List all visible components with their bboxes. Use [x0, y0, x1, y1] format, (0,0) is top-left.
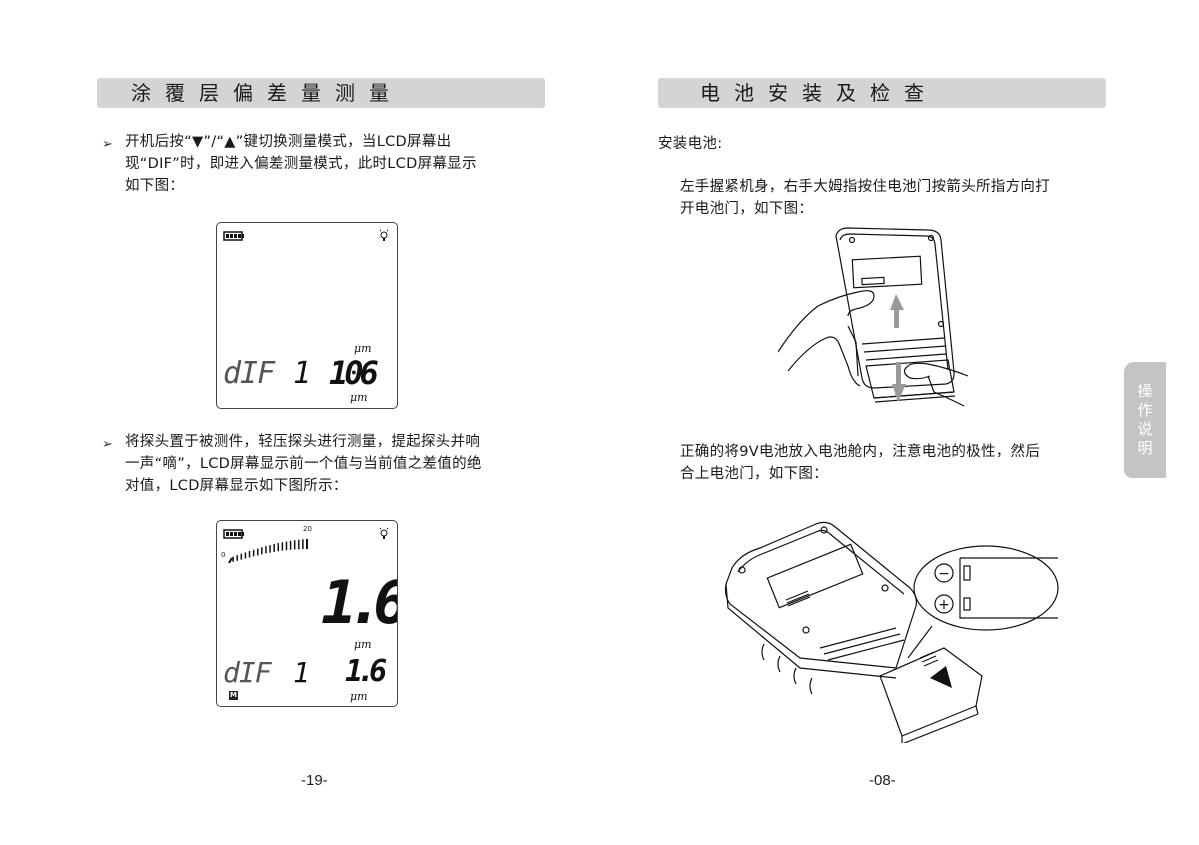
unit-label-bottom: μm [350, 391, 368, 404]
text-line: 对值，LCD屏幕显示如下图所示： [125, 478, 348, 494]
big-reading-value: 1.6 [321, 568, 398, 638]
text-line: 现“DIF”时，即进入偏差测量模式，此时LCD屏幕显示 [125, 156, 477, 172]
text-line: 如下图： [125, 178, 185, 194]
paragraph-measurement: 将探头置于被测件，轻压探头进行测量，提起探头并响 一声“嘀”，LCD屏幕显示前一… [125, 431, 482, 497]
small-reading-value: 1.6 [345, 654, 387, 689]
page-number-left: -19- [301, 772, 328, 789]
text-line: 合上电池门，如下图： [680, 466, 828, 482]
polarity-minus-label: − [938, 566, 950, 582]
illustration-open-battery-door [778, 227, 968, 407]
text-line: 将探头置于被测件，轻压探头进行测量，提起探头并响 [125, 434, 481, 450]
bulb-icon [379, 229, 389, 241]
paragraph-insert-battery: 正确的将9V电池放入电池舱内，注意电池的极性，然后 合上电池门，如下图： [680, 441, 1040, 485]
lcd-display-dif-mode: μm dIF 1 106 μm [216, 222, 398, 409]
mode-text: dIF [223, 356, 275, 391]
bullet-icon: ➢ [102, 137, 113, 152]
unit-label-top: μm [354, 342, 372, 355]
right-page: 电池安装及检查 安装电池: 左手握紧机身，右手大姆指按住电池门按箭头所指方向打 … [600, 0, 1199, 845]
paragraph-open-door: 左手握紧机身，右手大姆指按住电池门按箭头所指方向打 开电池门，如下图： [680, 176, 1050, 220]
bulb-icon [379, 527, 389, 539]
side-tab-operation-instructions[interactable]: 操 作 说 明 [1124, 362, 1166, 478]
text-line: 正确的将9V电池放入电池舱内，注意电池的极性，然后 [680, 444, 1041, 460]
reading-value: 106 [329, 354, 379, 392]
bar-graph-scale [228, 539, 308, 564]
text-line: 一声“嘀”，LCD屏幕显示前一个值与当前值之差值的绝 [125, 456, 482, 472]
subheading-install-battery: 安装电池: [658, 136, 723, 152]
memory-badge: M [229, 691, 238, 700]
side-tab-char: 说 [1137, 420, 1153, 438]
small-unit-label: μm [350, 690, 368, 703]
text-line: 开机后按“▼”/“▲”键切换测量模式，当LCD屏幕出 [125, 134, 452, 150]
side-tab-char: 作 [1137, 401, 1153, 419]
left-page: 涂覆层偏差量测量 ➢ 开机后按“▼”/“▲”键切换测量模式，当LCD屏幕出 现“… [97, 78, 545, 789]
scale-min-label: 0 [221, 551, 226, 559]
page-number-right: -08- [869, 772, 896, 789]
bullet-icon: ➢ [102, 437, 113, 452]
paragraph-deviation-mode: 开机后按“▼”/“▲”键切换测量模式，当LCD屏幕出 现“DIF”时，即进入偏差… [125, 131, 477, 197]
section-title-coating-deviation: 涂覆层偏差量测量 [97, 78, 545, 108]
group-number: 1 [293, 356, 312, 391]
side-tab-char: 明 [1137, 439, 1153, 457]
side-tab-char: 操 [1137, 382, 1153, 400]
text-line: 开电池门，如下图： [680, 201, 814, 217]
section-title-battery-install: 电池安装及检查 [658, 78, 1106, 108]
text-line: 左手握紧机身，右手大姆指按住电池门按箭头所指方向打 [680, 179, 1050, 195]
bar-graph-tick [228, 557, 233, 564]
scale-max-label: 20 [303, 525, 312, 533]
battery-full-icon [223, 231, 244, 241]
illustration-battery-compartment: − + [724, 521, 1059, 743]
group-number: 1 [293, 656, 310, 689]
big-unit-label: μm [354, 638, 372, 651]
lcd-display-dif-reading: 20 0 1.6 μm dIF 1 1.6 M μm [216, 520, 398, 707]
mode-text: dIF [223, 656, 272, 689]
polarity-plus-label: + [938, 597, 950, 613]
battery-full-icon [223, 529, 244, 539]
